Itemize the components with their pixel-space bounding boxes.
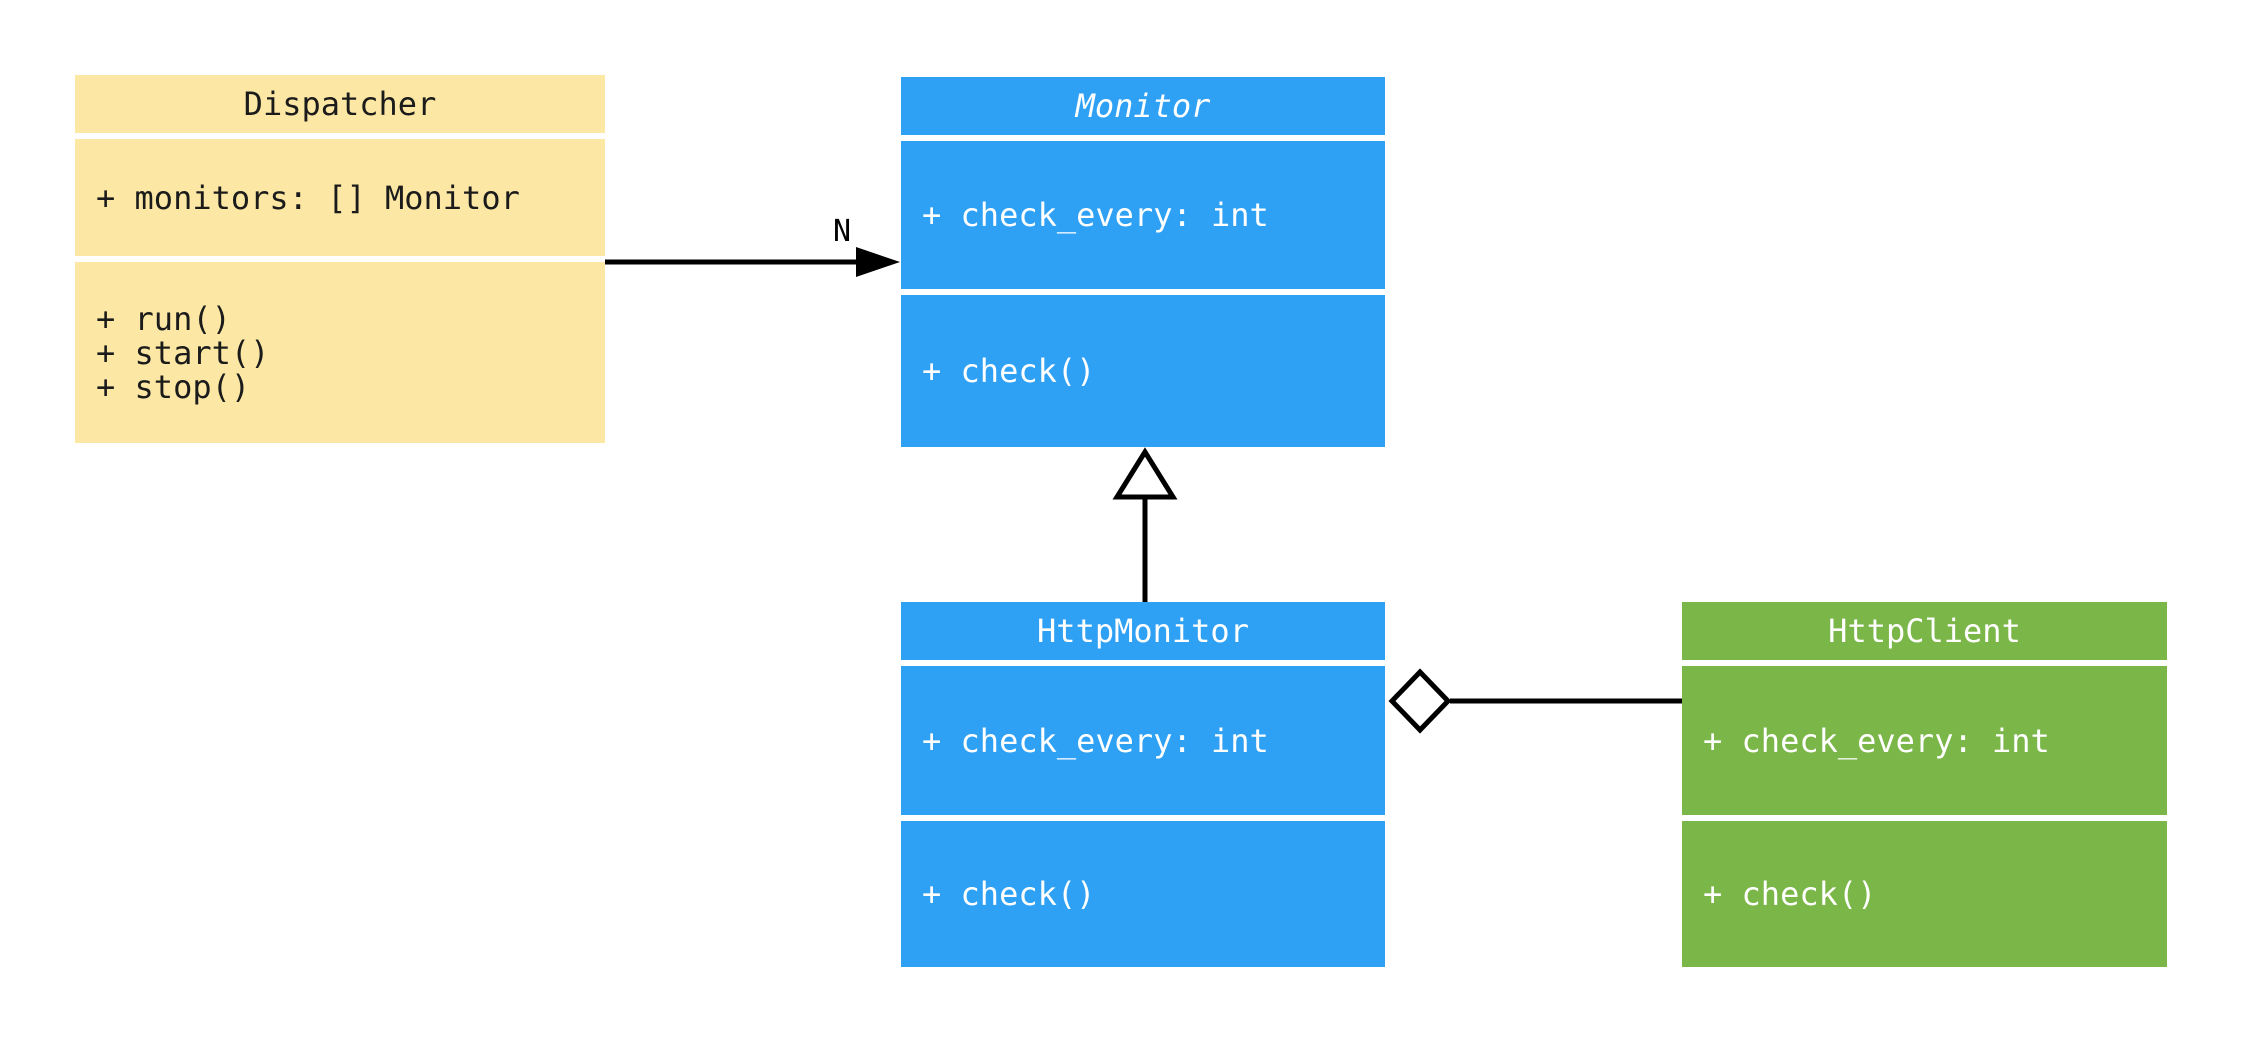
class-title: HttpMonitor <box>901 602 1385 660</box>
association-dispatcher-monitor[interactable] <box>605 247 900 277</box>
filled-arrowhead-icon <box>856 247 900 277</box>
method-row: + check() <box>922 352 1096 390</box>
hollow-diamond-icon <box>1388 668 1452 734</box>
attributes-section: + check_every: int <box>901 141 1385 289</box>
attribute-row: + check_every: int <box>922 721 1269 760</box>
method-row: + stop() <box>96 367 251 406</box>
generalization-httpmonitor-monitor[interactable] <box>1112 447 1178 602</box>
attributes-section: + monitors: [] Monitor <box>75 139 605 256</box>
method-row: + check() <box>922 875 1096 913</box>
class-title: HttpClient <box>1682 602 2167 660</box>
class-box-dispatcher[interactable]: Dispatcher + monitors: [] Monitor + run(… <box>75 75 605 443</box>
attribute-row: + monitors: [] Monitor <box>96 178 520 217</box>
methods-section: + check() <box>901 295 1385 447</box>
class-title: Dispatcher <box>75 75 605 133</box>
attributes-section: + check_every: int <box>1682 666 2167 815</box>
methods-section: + check() <box>901 821 1385 967</box>
class-title-abstract: Monitor <box>901 77 1385 135</box>
attributes-section: + check_every: int <box>901 666 1385 815</box>
method-row: + run() <box>96 299 231 338</box>
method-row: + start() <box>96 333 270 372</box>
class-box-httpmonitor[interactable]: HttpMonitor + check_every: int + check() <box>901 602 1385 967</box>
methods-section: + run() + start() + stop() <box>75 262 605 443</box>
attribute-row: + check_every: int <box>1703 721 2050 760</box>
hollow-triangle-icon <box>1112 447 1178 500</box>
class-box-httpclient[interactable]: HttpClient + check_every: int + check() <box>1682 602 2167 967</box>
methods-section: + check() <box>1682 821 2167 967</box>
aggregation-httpmonitor-httpclient[interactable] <box>1388 668 1682 734</box>
association-multiplicity-label: N <box>832 214 852 249</box>
attribute-row: + check_every: int <box>922 196 1269 234</box>
method-row: + check() <box>1703 875 1877 913</box>
class-box-monitor[interactable]: Monitor + check_every: int + check() <box>901 77 1385 447</box>
